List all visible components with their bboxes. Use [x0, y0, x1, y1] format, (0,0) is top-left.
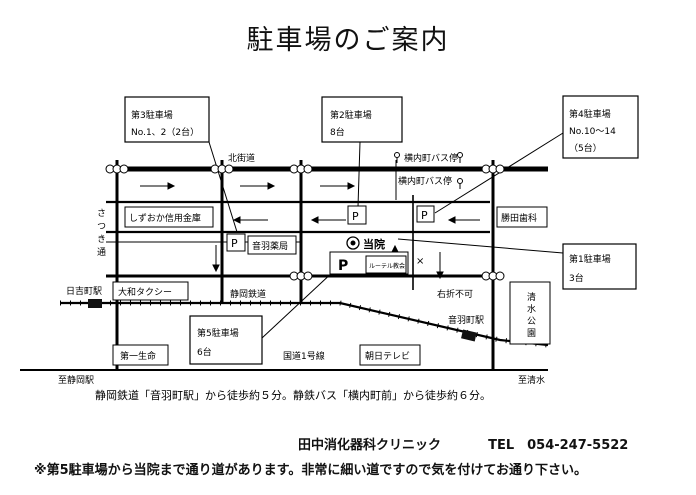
shinkin-label: しずおか信用金庫	[129, 212, 201, 224]
asahi-tv-building	[359, 344, 421, 366]
callout-parking-1-title: 第1駐車場	[569, 253, 611, 265]
callout-parking-4-detail2: （5台）	[569, 142, 602, 154]
church-label: ルーテル教会	[369, 262, 405, 270]
hiyoshicho-station-mark	[88, 299, 102, 308]
daiichi-seimei-building	[112, 344, 169, 366]
traffic-light-icon	[481, 271, 505, 281]
shinkin-building	[124, 206, 214, 228]
notice-text: ※第5駐車場から当院まで通り道があります。非常に細い道ですので気を付けてお通り下…	[34, 463, 587, 478]
bus-stop-icon	[394, 152, 400, 158]
hospital-label: 当院	[363, 237, 385, 251]
x-mark: ×	[416, 256, 424, 267]
traffic-light-icon	[210, 164, 234, 174]
callout-parking-5-title: 第5駐車場	[197, 327, 239, 339]
callout-parking-2-title: 第2駐車場	[330, 109, 372, 121]
yamato-taxi-label: 大和タクシー	[118, 286, 172, 298]
bus-stop-yokouchi-label-2: 横内町バス停	[398, 175, 452, 187]
church-building	[365, 255, 407, 274]
callout-parking-2-detail: 8台	[330, 126, 345, 138]
parking-3-mark: P	[231, 237, 238, 250]
bus-stop-icon	[457, 178, 463, 184]
page-title: 駐車場のご案内	[246, 25, 450, 56]
callout-parking-5: 第5駐車場 6台	[189, 315, 263, 365]
parking-4-mark: P	[421, 209, 428, 222]
traffic-light-icon	[105, 164, 129, 174]
callout-parking-4-detail: No.10～14	[569, 127, 616, 137]
callout-parking-1: 第1駐車場 3台	[562, 243, 637, 290]
callout-parking-3-detail: No.1、2（2台）	[131, 126, 199, 138]
north-street-label: 北街道	[228, 152, 255, 164]
traffic-light-icon	[289, 164, 313, 174]
shimizu-park-area	[509, 281, 551, 345]
parking-2-mark: P	[352, 210, 359, 223]
access-description: 静岡鉄道「音羽町駅」から徒歩約５分。静鉄バス「横内町前」から徒歩約６分。	[95, 388, 491, 402]
yamato-taxi-building	[112, 281, 189, 301]
callout-parking-1-detail: 3台	[569, 272, 584, 284]
callout-parking-2: 第2駐車場 8台	[321, 96, 403, 143]
traffic-lights	[105, 164, 505, 281]
clinic-phone: TEL 054-247-5522	[488, 438, 629, 453]
one-way-arrows	[132, 182, 480, 280]
route1-label: 国道1号線	[283, 350, 325, 362]
daiichi-seimei-label: 第一生命	[120, 350, 156, 362]
otowa-pharmacy-building	[247, 235, 297, 255]
callout-parking-3: 第3駐車場 No.1、2（2台）	[124, 96, 210, 143]
bus-stop-yokouchi-label-1: 横内町バス停	[404, 152, 458, 164]
satsuki-street-label: さつき通	[95, 208, 106, 260]
parking-hospital-mark: P	[338, 258, 348, 274]
to-shimizu-label: 至清水	[518, 374, 545, 386]
roads	[20, 160, 548, 371]
callout-parking-4: 第4駐車場 No.10～14 （5台）	[562, 95, 639, 159]
no-right-turn-label: 右折不可	[437, 288, 473, 300]
bus-stops	[394, 152, 463, 189]
bus-stop-icon	[457, 152, 463, 158]
hospital-marker: 当院	[346, 236, 385, 251]
shimizu-park-label: 清水公園	[525, 291, 536, 340]
parking-marks: P P P P	[226, 205, 435, 274]
shizuoka-railway-label: 静岡鉄道	[230, 288, 266, 300]
clinic-name: 田中消化器科クリニック	[298, 438, 442, 453]
katsuta-dental-building	[496, 206, 548, 228]
otowacho-station-label: 音羽町駅	[448, 314, 484, 326]
callout-parking-3-title: 第3駐車場	[131, 109, 173, 121]
katsuta-dental-label: 勝田歯科	[501, 212, 537, 224]
to-shizuoka-station-label: 至静岡駅	[58, 374, 94, 386]
asahi-tv-label: 朝日テレビ	[365, 351, 410, 362]
callout-parking-5-detail: 6台	[197, 346, 212, 358]
callout-parking-4-title: 第4駐車場	[569, 108, 611, 120]
otowacho-station-mark	[461, 329, 477, 342]
buildings	[112, 206, 551, 366]
traffic-light-icon	[289, 271, 313, 281]
traffic-light-icon	[481, 164, 505, 174]
hiyoshicho-station-label: 日吉町駅	[66, 286, 102, 297]
otowa-pharmacy-label: 音羽薬局	[252, 240, 288, 252]
